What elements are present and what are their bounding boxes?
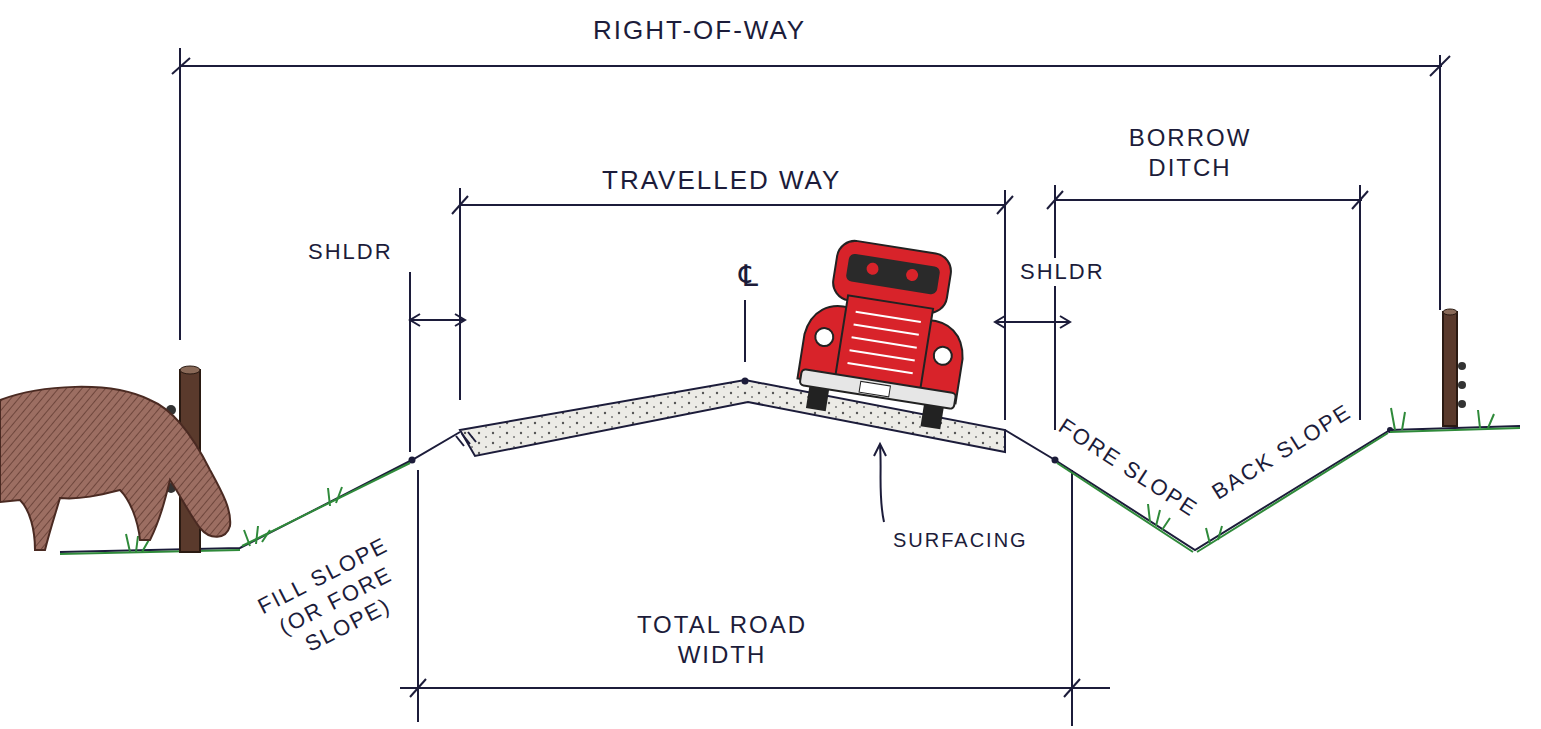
dimension-label: RIGHT-OF-WAY [593,14,806,47]
dimension-label: SHLDR [308,238,393,266]
part-label: SURFACING [893,528,1028,553]
slope-label: FILL SLOPE (OR FORE SLOPE) [234,522,436,679]
road-profile [60,378,1520,553]
dimension-label: SHLDR [1017,258,1108,286]
slope-label: BACK SLOPE [1207,398,1357,506]
centerline-symbol: ℄ [739,257,760,295]
truck [793,235,978,431]
dimension-lines [172,48,1450,726]
dimension-label: TRAVELLED WAY [602,164,841,197]
dimension-label: TOTAL ROAD WIDTH [617,610,827,670]
cow [0,387,230,550]
dimension-label: BORROW DITCH [1112,123,1268,183]
